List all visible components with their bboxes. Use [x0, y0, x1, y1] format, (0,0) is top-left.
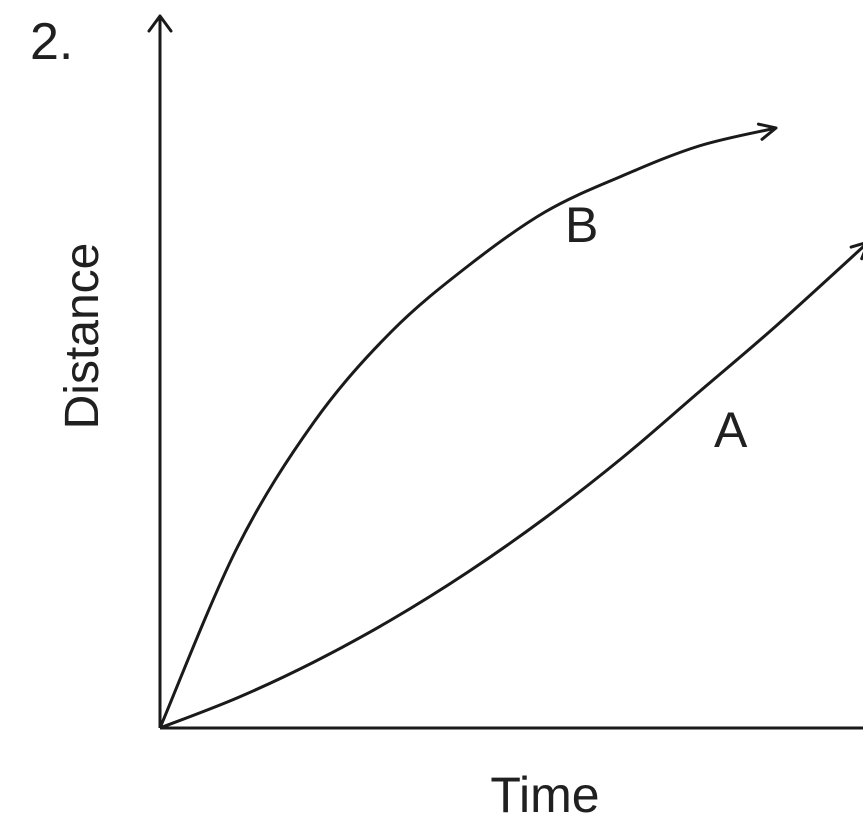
question-number: 2. [30, 13, 74, 71]
curve-b-arrow-icon [756, 122, 778, 141]
curve-a-arrow-icon [849, 242, 863, 261]
y-axis-arrow-icon [147, 14, 173, 33]
y-axis-label: Distance [56, 243, 109, 430]
x-axis-label: Time [490, 767, 599, 823]
curve-a [159, 244, 863, 730]
curve-a-label: A [714, 402, 748, 458]
curves-layer: BA [158, 122, 863, 730]
curve-b-label: B [565, 197, 598, 253]
curve-b [158, 126, 777, 729]
